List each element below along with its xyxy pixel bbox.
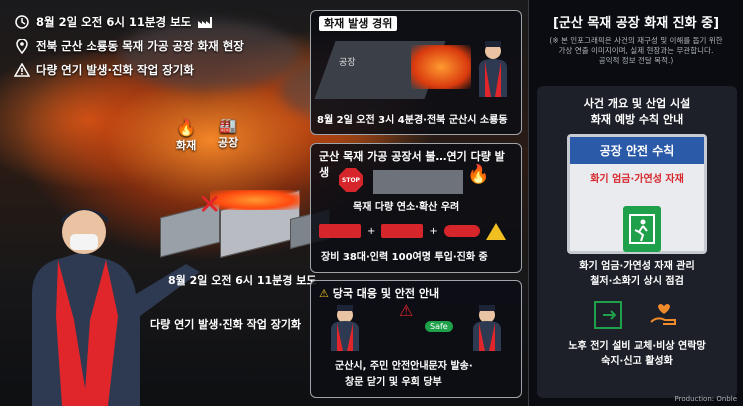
official-figure xyxy=(467,303,507,351)
fire-truck-icon xyxy=(319,224,361,238)
tip-1: 화기 엄금·가연성 자재 관리 철저·소화기 상시 점검 xyxy=(579,261,695,287)
panel-title: 군산 목재 가공 공장서 불…연기 다량 발생 xyxy=(319,150,505,179)
exit-door-icon xyxy=(593,300,623,330)
warning-building-icon xyxy=(14,62,30,78)
helicopter-icon xyxy=(443,225,480,237)
board-title: 공장 안전 수칙 xyxy=(570,137,704,164)
danger-x-mark: ✕ xyxy=(198,188,222,221)
report-time: 8월 2일 오전 6시 11분경 보도 xyxy=(36,15,192,29)
safety-guide-panel: [군산 목재 공장 화재 진화 중] (※ 본 인포그래픽은 사건의 재구성 및… xyxy=(528,0,743,406)
scene-caption: 다량 연기 발생·진화 작업 장기화 xyxy=(150,318,302,331)
firefighter-figure xyxy=(12,184,200,406)
deployment-text: 장비 38대·인력 100여명 투입·진화 중 xyxy=(321,252,488,263)
response-line-1: 군산시, 주민 안전안내문자 발송· xyxy=(335,361,473,372)
official-figure xyxy=(325,303,365,351)
fire-truck-icon xyxy=(381,224,424,238)
factory-marker: 🏭 공장 xyxy=(218,118,238,150)
fire-scene: 8월 2일 오전 6시 11분경 보도 전북 군산 소룡동 목재 가공 공장 화… xyxy=(0,0,530,406)
response-line-2: 창문 닫기 및 우회 당부 xyxy=(345,377,442,388)
factory-model xyxy=(150,180,340,275)
spread-warning: 목재 다량 연소·확산 우려 xyxy=(353,202,460,213)
clock-icon xyxy=(14,14,30,30)
incident-summary: 8월 2일 오전 6시 11분경 보도 전북 군산 소룡동 목재 가공 공장 화… xyxy=(14,14,244,86)
location-text: 전북 군산 소룡동 목재 가공 공장 화재 현장 xyxy=(36,39,244,53)
emergency-exit-icon xyxy=(623,206,661,252)
page-title: [군산 목재 공장 화재 진화 중] xyxy=(552,16,720,31)
board-subtitle: 화기 엄금·가연성 자재 xyxy=(590,174,684,185)
fire-marker-label: 화재 xyxy=(176,139,197,152)
stop-sign-icon: STOP xyxy=(339,168,363,192)
panel-title: 화재 발생 경위 xyxy=(311,11,521,35)
panel-smoke-situation: 군산 목재 가공 공장서 불…연기 다량 발생 STOP 🔥 목재 다량 연소·… xyxy=(310,143,522,273)
tip-2: 노후 전기 설비 교체·비상 연락망 숙지·신고 활성화 xyxy=(568,341,706,367)
factory-illustration xyxy=(373,170,463,194)
fire-glow xyxy=(411,45,471,89)
safety-card: 사건 개요 및 산업 시설 화재 예방 수칙 안내 공장 안전 수칙 화기 엄금… xyxy=(537,86,737,398)
factory-marker-label: 공장 xyxy=(218,136,239,149)
firefighter-small xyxy=(473,41,513,97)
production-credit: Production: Onble xyxy=(674,395,737,403)
fire-marker: 🔥 화재 xyxy=(176,118,196,153)
factory-icon xyxy=(197,14,213,30)
building-label: 공장 xyxy=(339,58,356,68)
flame-icon: 🔥 xyxy=(176,118,197,137)
alert-siren-icon: ⚠ xyxy=(399,301,414,320)
panel-response: ⚠ 당국 대응 및 안전 안내 ⚠ Safe 군산시, 주민 안전안내문자 발송… xyxy=(310,280,522,398)
disclaimer: (※ 본 인포그래픽은 사건의 재구성 및 이해를 돕기 위한 가상 연출 이미… xyxy=(549,36,723,66)
card-title: 사건 개요 및 산업 시설 화재 예방 수칙 안내 xyxy=(583,97,691,126)
safe-badge: Safe xyxy=(425,321,453,332)
factory-icon: 🏭 xyxy=(219,118,237,134)
warning-icon: ⚠ xyxy=(319,287,329,300)
helping-hand-icon xyxy=(647,298,681,332)
panel-title: ⚠ 당국 대응 및 안전 안내 xyxy=(319,287,440,300)
location-pin-icon xyxy=(14,38,30,54)
panel-fire-origin: 화재 발생 경위 공장 8월 2일 오전 3시 4분경·전북 군산시 소룡동 xyxy=(310,10,522,135)
warning-triangle-icon xyxy=(485,222,506,240)
status-text: 다량 연기 발생·진화 작업 장기화 xyxy=(36,63,194,77)
flame-icon: 🔥 xyxy=(467,164,490,185)
panel-caption: 8월 2일 오전 3시 4분경·전북 군산시 소룡동 xyxy=(317,115,508,126)
report-time-label: 8월 2일 오전 6시 11분경 보도 xyxy=(168,274,317,287)
smoke-cloud xyxy=(120,20,300,90)
